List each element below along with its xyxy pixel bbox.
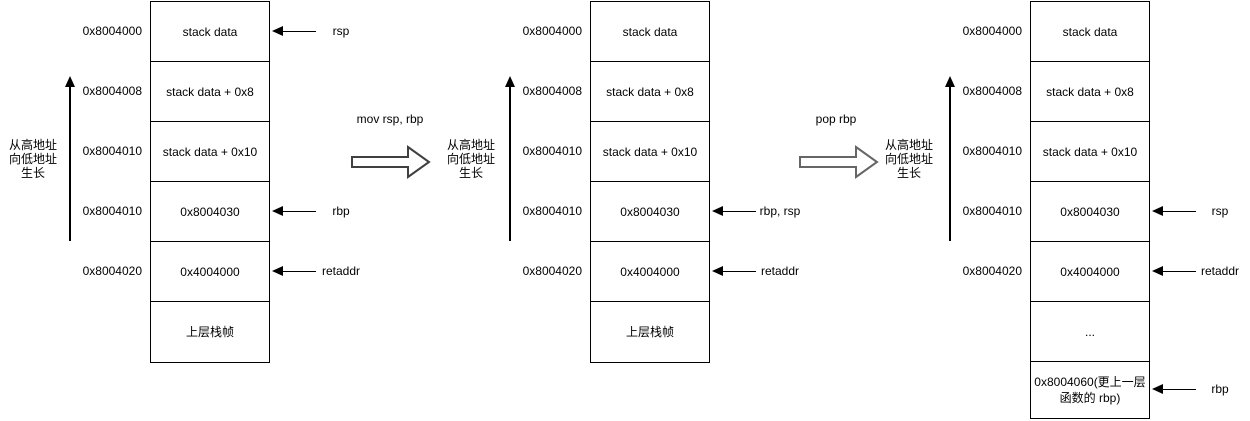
address-label: 0x8004020 xyxy=(962,264,1022,278)
stack-cell: 0x4004000 xyxy=(1031,242,1149,302)
register-label-rbp: rbp xyxy=(1211,382,1229,396)
block-arrow-shape xyxy=(799,145,879,179)
address-label: 0x8004008 xyxy=(962,84,1022,98)
stack-cell: 0x8004030 xyxy=(151,182,269,242)
stack-cell: stack data + 0x8 xyxy=(151,62,269,122)
growth-arrow-icon xyxy=(64,76,76,241)
address-label: 0x8004010 xyxy=(522,204,582,218)
register-label-retaddr: retaddr xyxy=(321,264,361,278)
growth-direction-label: 从高地址 向低地址 生长 xyxy=(884,138,933,180)
stack-cell: 0x4004000 xyxy=(151,242,269,302)
pointer-arrow-icon xyxy=(712,266,756,276)
pointer-arrow-icon xyxy=(712,206,756,216)
stack-cell: 0x8004030 xyxy=(1031,182,1149,242)
stack-cell: stack data xyxy=(591,2,709,62)
stack-cell: stack data + 0x10 xyxy=(1031,122,1149,182)
address-label: 0x8004010 xyxy=(962,204,1022,218)
register-label-retaddr: retaddr xyxy=(1200,264,1240,278)
address-label: 0x8004010 xyxy=(82,204,142,218)
address-label: 0x8004000 xyxy=(522,24,582,38)
stack-cell: 0x4004000 xyxy=(591,242,709,302)
address-label: 0x8004010 xyxy=(522,144,582,158)
stack-cell: stack data + 0x8 xyxy=(591,62,709,122)
register-label-rsp: rsp xyxy=(332,24,350,38)
address-label: 0x8004020 xyxy=(82,264,142,278)
register-label-rbp-rsp: rbp, rsp xyxy=(759,204,801,218)
growth-arrow-icon xyxy=(504,76,516,241)
pointer-arrow-icon xyxy=(272,26,316,36)
stack-table-after-pop: stack data stack data + 0x8 stack data +… xyxy=(1030,1,1150,419)
transition-arrow-icon xyxy=(799,145,879,179)
block-arrow-shape xyxy=(351,145,431,179)
stack-cell: stack data xyxy=(151,2,269,62)
stack-cell: ... xyxy=(1031,302,1149,362)
stack-cell: 上层栈帧 xyxy=(185,325,234,339)
pointer-arrow-icon xyxy=(272,266,316,276)
growth-arrow-icon xyxy=(944,76,956,241)
address-label: 0x8004010 xyxy=(962,144,1022,158)
stack-cell: stack data + 0x8 xyxy=(1031,62,1149,122)
stack-cell: stack data + 0x10 xyxy=(591,122,709,182)
stack-cell: 0x8004060(更上一层函数的 rbp) xyxy=(1034,375,1146,405)
growth-direction-label: 从高地址 向低地址 生长 xyxy=(446,138,495,180)
instruction-label-pop: pop rbp xyxy=(815,112,857,126)
address-label: 0x8004000 xyxy=(962,24,1022,38)
stack-cell: stack data + 0x10 xyxy=(151,122,269,182)
address-label: 0x8004000 xyxy=(82,24,142,38)
address-label: 0x8004008 xyxy=(522,84,582,98)
pointer-arrow-icon xyxy=(1152,206,1196,216)
growth-direction-label: 从高地址 向低地址 生长 xyxy=(8,138,57,180)
stack-cell: 上层栈帧 xyxy=(625,325,674,339)
pointer-arrow-icon xyxy=(1152,384,1196,394)
stack-cell: 0x8004030 xyxy=(591,182,709,242)
transition-arrow-icon xyxy=(351,145,431,179)
stack-table-after-mov: stack data stack data + 0x8 stack data +… xyxy=(590,1,710,363)
address-label: 0x8004008 xyxy=(82,84,142,98)
instruction-label-mov: mov rsp, rbp xyxy=(356,112,424,126)
stack-table-before: stack data stack data + 0x8 stack data +… xyxy=(150,1,270,363)
register-label-retaddr: retaddr xyxy=(760,264,800,278)
pointer-arrow-icon xyxy=(272,206,316,216)
address-label: 0x8004020 xyxy=(522,264,582,278)
stack-cell: stack data xyxy=(1031,2,1149,62)
pointer-arrow-icon xyxy=(1152,266,1196,276)
register-label-rbp: rbp xyxy=(332,204,350,218)
register-label-rsp: rsp xyxy=(1211,204,1229,218)
address-label: 0x8004010 xyxy=(82,144,142,158)
